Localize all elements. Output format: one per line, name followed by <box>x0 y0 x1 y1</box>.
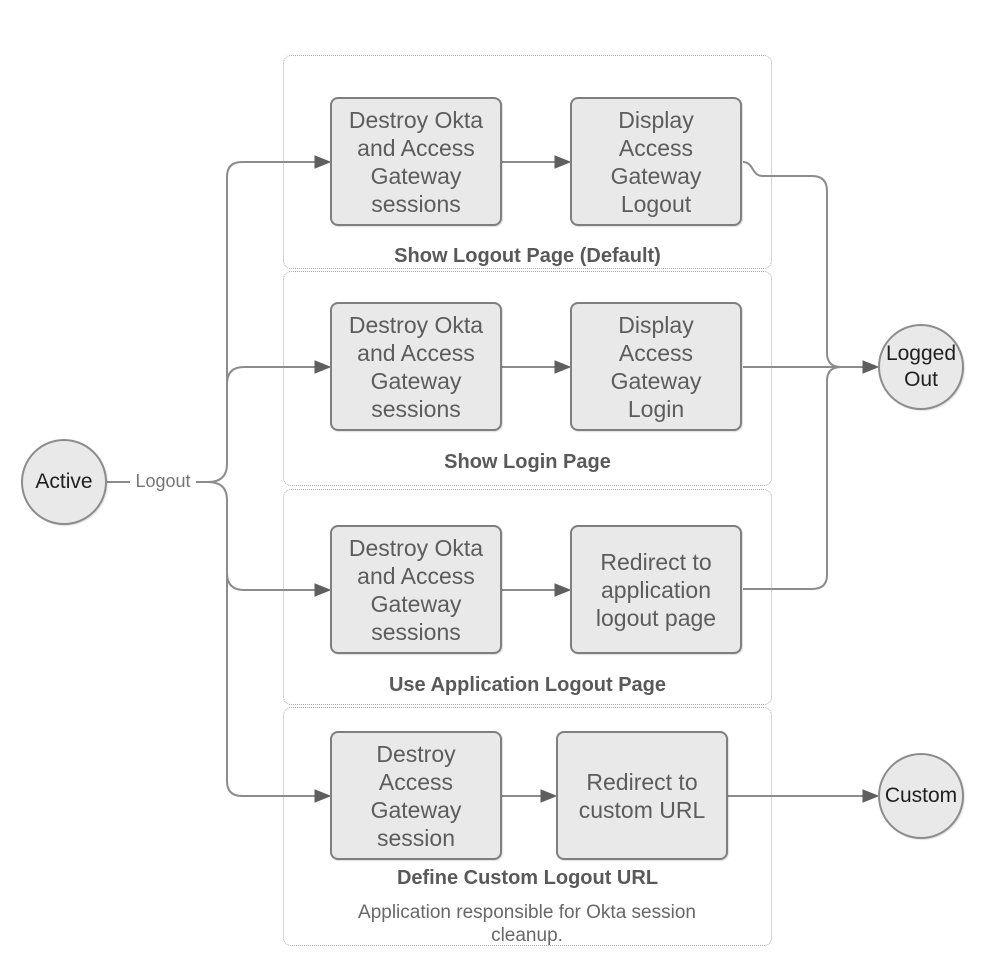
state-custom: Custom <box>878 753 964 839</box>
note-okta-session-cleanup: Application responsible for Okta session… <box>358 902 696 946</box>
step-destroy-okta-agw-sessions-3: Destroy Okta and Access Gateway sessions <box>330 525 502 654</box>
caption-define-custom-logout-url: Define Custom Logout URL <box>396 867 659 889</box>
arrowhead <box>554 360 572 374</box>
arrowhead <box>314 360 332 374</box>
arrowhead <box>314 583 332 597</box>
caption-show-logout-page: Show Logout Page (Default) <box>394 245 661 267</box>
edge-branch-3 <box>226 572 316 591</box>
arrowhead <box>862 789 880 803</box>
arrowhead <box>862 360 880 374</box>
arrowhead <box>314 155 332 169</box>
state-active: Active <box>21 439 107 525</box>
step-destroy-okta-agw-sessions-1: Destroy Okta and Access Gateway sessions <box>330 97 502 226</box>
step-redirect-custom-url: Redirect to custom URL <box>556 731 728 860</box>
edge-branch-1 <box>207 161 316 483</box>
step-display-agw-login: Display Access Gateway Login <box>570 302 742 431</box>
arrowhead <box>540 789 558 803</box>
arrowhead <box>314 789 332 803</box>
edge-branch-2 <box>226 366 316 385</box>
group-use-application-logout <box>283 489 772 705</box>
edge-row1-to-loggedout <box>742 161 864 368</box>
state-logged-out: Logged Out <box>878 324 964 410</box>
step-destroy-okta-agw-sessions-2: Destroy Okta and Access Gateway sessions <box>330 302 502 431</box>
edge-row3-to-loggedout <box>743 366 842 590</box>
edge-branch-4 <box>207 481 316 797</box>
caption-show-login-page: Show Login Page <box>444 451 611 473</box>
arrowhead <box>554 155 572 169</box>
step-redirect-app-logout-page: Redirect to application logout page <box>570 525 742 654</box>
step-display-agw-logout: Display Access Gateway Logout <box>570 97 742 226</box>
group-define-custom-logout <box>283 707 772 946</box>
group-show-login-page <box>283 271 772 486</box>
caption-use-application-logout-page: Use Application Logout Page <box>388 674 667 696</box>
step-destroy-agw-session: Destroy Access Gateway session <box>330 731 502 860</box>
arrowhead <box>554 583 572 597</box>
edge-label-logout: Logout <box>130 471 196 492</box>
